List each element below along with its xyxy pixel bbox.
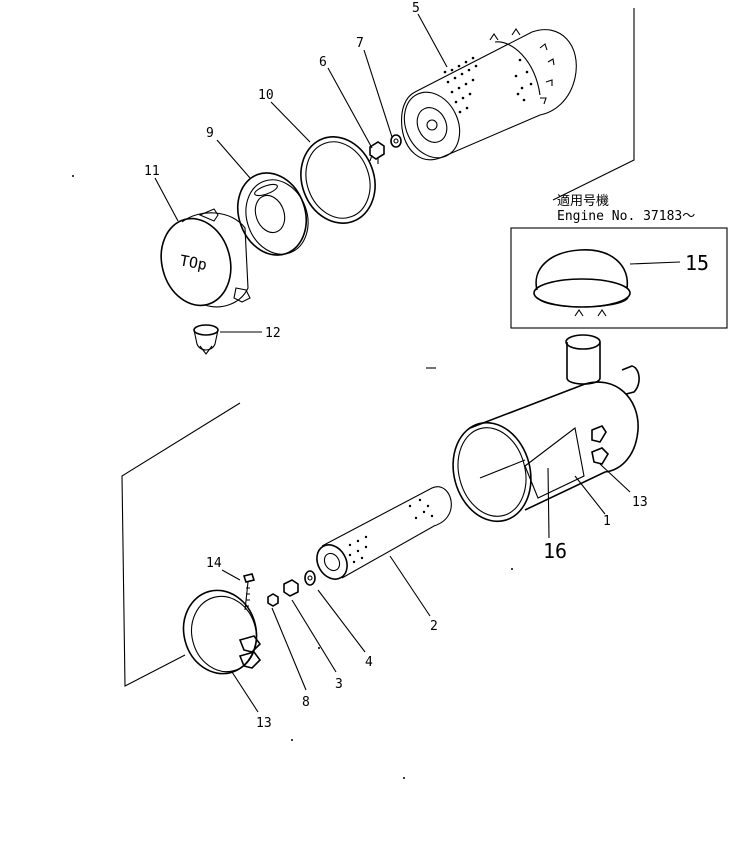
callout-2: 2 [430,619,438,634]
baffle-part-9 [237,172,309,256]
valve-part-12 [193,324,219,355]
callout-7: 7 [356,36,364,51]
callout-8: 8 [302,695,310,710]
callout-6: 6 [319,55,327,70]
gasket-part-10 [300,136,376,224]
callout-16: 16 [543,539,567,563]
nut-part-3 [283,579,299,597]
applicability-note-line1: 適用号機 [557,193,609,209]
upper-bracket-line [552,8,635,201]
clamp-band-part-13 [182,589,262,675]
callout-13-upper: 13 [632,495,648,510]
callout-3: 3 [335,677,343,692]
callout-4: 4 [365,655,373,670]
callout-12: 12 [265,326,281,341]
inner-element-part-2 [316,486,452,580]
outer-element-part-5 [401,28,577,161]
lower-bracket-line [121,402,241,687]
callout-10: 10 [258,88,274,103]
washer-part-7 [390,134,402,148]
callout-9: 9 [206,126,214,141]
callout-1: 1 [603,514,611,529]
cap-part-15 [533,249,631,317]
callout-15: 15 [685,251,709,275]
leader-lines [154,13,681,713]
washer-part-8 [267,593,279,607]
nut-part-6 [369,141,385,164]
applicability-box [510,227,728,329]
cover-part-11 [160,208,251,308]
callout-5: 5 [412,1,420,16]
callout-13-lower: 13 [256,716,272,731]
washer-part-4 [304,570,316,586]
applicability-note-line2: Engine No. 37183～ [557,209,695,224]
cover-top-marking: TOp [178,252,208,274]
callout-14: 14 [206,556,222,571]
air-cleaner-body-part-1 [452,334,640,523]
callout-11: 11 [144,164,160,179]
